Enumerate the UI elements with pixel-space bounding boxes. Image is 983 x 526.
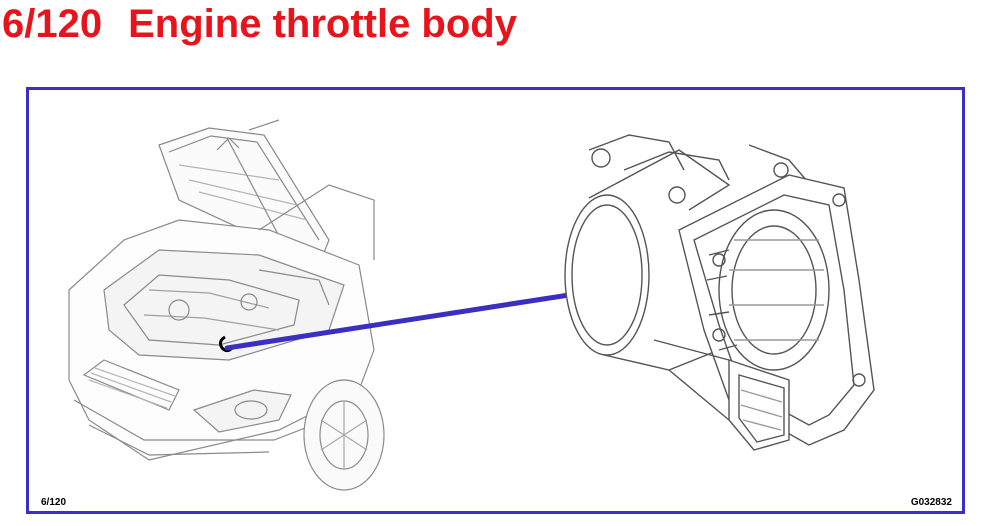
page-title: 6/120 Engine throttle body (2, 2, 517, 46)
title-text: Engine throttle body (128, 2, 517, 46)
page-reference: 6/120 (41, 497, 67, 508)
car-front-open-hood-icon (68, 119, 385, 491)
diagram-frame: 6/120 G032832 (26, 87, 965, 514)
diagram-illustration (68, 119, 875, 491)
page-number: 6/120 (2, 2, 103, 46)
throttle-body-icon (564, 134, 875, 451)
figure-code: G032832 (910, 497, 952, 508)
leader-line (224, 292, 572, 351)
